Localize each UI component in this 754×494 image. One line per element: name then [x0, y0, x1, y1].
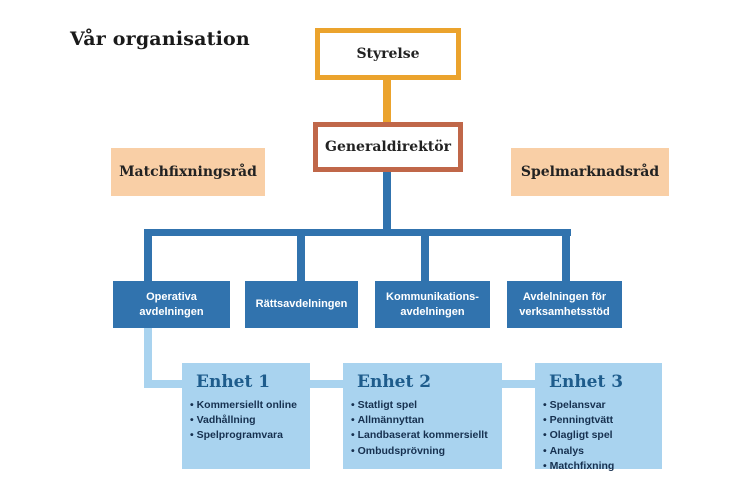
node-council-spelmarknad: Spelmarknadsråd	[511, 148, 669, 196]
dept-label: Rättsavdelningen	[255, 298, 348, 311]
council-label: Matchfixningsråd	[119, 164, 257, 180]
unit-item: Matchfixning	[543, 459, 656, 474]
unit-box-enhet-1: Enhet 1 Kommersiellt online Vadhållning …	[182, 363, 310, 469]
connector-unit1-unit2	[308, 380, 345, 388]
node-board-label: Styrelse	[356, 46, 420, 62]
unit-title: Enhet 3	[549, 372, 624, 392]
unit-item: Ombudsprövning	[351, 444, 496, 459]
unit-item: Kommersiellt online	[190, 398, 304, 413]
page-title: Vår organisation	[70, 28, 250, 50]
unit-item: Statligt spel	[351, 398, 496, 413]
dept-label: Kommunikations- avdelningen	[386, 291, 479, 318]
unit-list: Statligt spel Allmännyttan Landbaserat k…	[351, 398, 496, 459]
unit-item: Vadhållning	[190, 413, 304, 428]
unit-item: Spelprogramvara	[190, 428, 304, 443]
connector-horizontal-bar	[144, 229, 571, 236]
unit-item: Olagligt spel	[543, 428, 656, 443]
unit-item: Analys	[543, 444, 656, 459]
unit-item: Landbaserat kommersiellt	[351, 428, 496, 443]
connector-drop-dept-4	[562, 234, 570, 284]
dept-box-rattsavdelningen: Rättsavdelningen	[245, 281, 358, 328]
node-board: Styrelse	[315, 28, 461, 80]
dept-box-kommunikation: Kommunikations- avdelningen	[375, 281, 490, 328]
connector-elbow-unit-1	[144, 380, 186, 388]
unit-title: Enhet 1	[196, 372, 271, 392]
node-council-matchfixning: Matchfixningsråd	[111, 148, 265, 196]
unit-list: Kommersiellt online Vadhållning Spelprog…	[190, 398, 304, 444]
dept-label: Avdelningen för verksamhetsstöd	[519, 291, 610, 318]
dept-label: Operativa avdelningen	[139, 291, 204, 318]
connector-drop-dept-2	[297, 234, 305, 284]
unit-title: Enhet 2	[357, 372, 432, 392]
council-label: Spelmarknadsråd	[520, 164, 660, 180]
node-director-label: Generaldirektör	[325, 139, 451, 155]
connector-dept1-units-vertical	[144, 328, 152, 388]
unit-list: Spelansvar Penningtvätt Olagligt spel An…	[543, 398, 656, 474]
connector-board-director	[383, 78, 391, 126]
unit-item: Spelansvar	[543, 398, 656, 413]
unit-box-enhet-2: Enhet 2 Statligt spel Allmännyttan Landb…	[343, 363, 502, 469]
unit-item: Allmännyttan	[351, 413, 496, 428]
unit-box-enhet-3: Enhet 3 Spelansvar Penningtvätt Olagligt…	[535, 363, 662, 472]
node-director: Generaldirektör	[313, 122, 463, 172]
dept-box-operativa: Operativa avdelningen	[113, 281, 230, 328]
unit-item: Penningtvätt	[543, 413, 656, 428]
dept-box-verksamhetsstod: Avdelningen för verksamhetsstöd	[507, 281, 622, 328]
connector-unit2-unit3	[500, 380, 537, 388]
connector-drop-dept-1	[144, 234, 152, 284]
connector-drop-dept-3	[421, 234, 429, 284]
connector-director-bar	[383, 168, 391, 236]
